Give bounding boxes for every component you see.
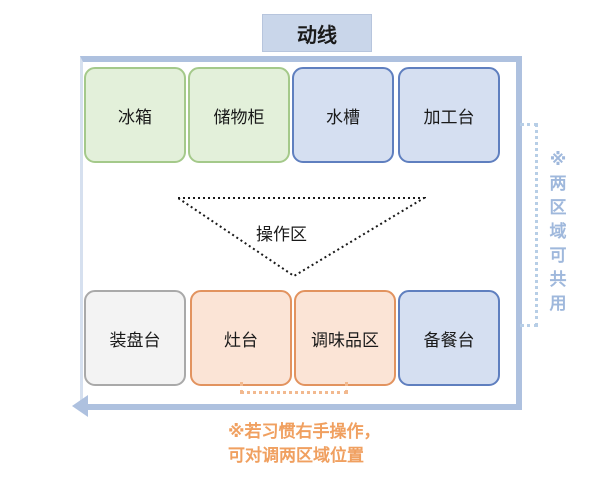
shared-zone-bracket [520, 123, 538, 327]
swap-zone-bracket [240, 382, 348, 394]
bottom-box-seasoning-area: 调味品区 [294, 290, 396, 386]
top-box-prep-counter: 加工台 [398, 67, 500, 163]
swap-zone-note: ※若习惯右手操作，可对调两区域位置 [228, 422, 381, 466]
operation-zone-label: 操作区 [256, 225, 307, 245]
shared-zone-note: ※两区域可共用 [549, 150, 567, 314]
flow-arrowhead [72, 395, 88, 417]
top-box-storage-cabinet: 储物柜 [188, 67, 290, 163]
top-box-sink: 水槽 [292, 67, 394, 163]
bottom-box-plating-counter: 装盘台 [84, 290, 186, 386]
bottom-box-stove: 灶台 [190, 290, 292, 386]
flow-line-frame [80, 56, 522, 410]
top-box-fridge: 冰箱 [84, 67, 186, 163]
operation-zone-triangle [176, 197, 426, 278]
diagram-title: 动线 [262, 14, 372, 52]
bottom-box-serving-counter: 备餐台 [398, 290, 500, 386]
